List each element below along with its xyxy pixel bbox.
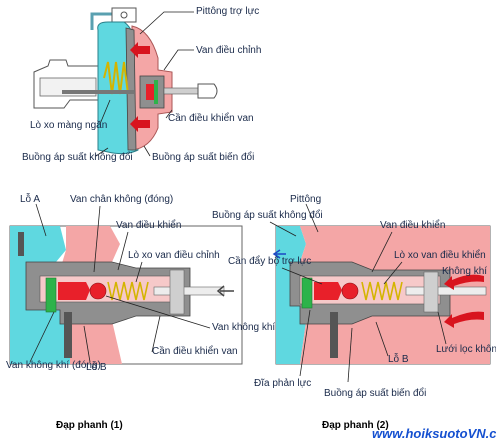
left-valve-drawing	[9, 225, 243, 365]
label-constant-chamber-top: Buồng áp suất không đổi	[22, 151, 133, 163]
right-air-arrow-lower	[444, 311, 484, 328]
label-port-b-left: Lỗ B	[86, 360, 107, 373]
label-constant-chamber-right: Buồng áp suất không đổi	[212, 209, 323, 221]
label-control-valve-spring-right: Lò xo van điều khiển	[394, 249, 486, 261]
right-air-arrow-upper	[444, 274, 484, 290]
right-labels: Pittông Buồng áp suất không đổi Cần đẩy …	[212, 194, 496, 431]
label-port-a: Lỗ A	[20, 192, 40, 205]
label-variable-chamber-top: Buồng áp suất biến đổi	[152, 151, 254, 163]
label-control-valve-right: Van điều khiển	[380, 219, 445, 231]
label-vacuum-valve: Van chân không (đóng)	[70, 194, 173, 205]
label-piston: Pittông	[290, 194, 321, 205]
label-diaphragm-spring: Lò xo màng ngăn	[30, 120, 107, 131]
top-labels: Pittông trợ lực Van điều chỉnh Cần điều …	[22, 6, 261, 163]
label-port-b-right: Lỗ B	[388, 352, 409, 365]
label-air: Không khí	[442, 266, 487, 277]
caption-left: Đạp phanh (1)	[56, 420, 123, 431]
watermark: www.hoiksuotoVN.com	[372, 426, 496, 440]
label-booster-push-rod: Cần đẩy bộ trợ lực	[228, 255, 311, 267]
label-variable-chamber-right: Buồng áp suất biến đổi	[324, 387, 426, 399]
label-control-valve-spring-left: Lò xo van điều chỉnh	[128, 249, 220, 261]
label-air-valve-closed: Van không khí (đóng)	[6, 360, 101, 371]
label-reaction-disc: Đĩa phản lực	[254, 378, 311, 389]
label-valve-rod-left: Cần điều khiển van	[152, 345, 238, 357]
top-air-arrow-lower	[130, 116, 150, 132]
label-power-piston: Pittông trợ lực	[196, 6, 259, 17]
label-valve-rod-top: Cần điều khiển van	[168, 112, 254, 124]
label-control-valve-top: Van điều chỉnh	[196, 44, 261, 56]
label-control-valve-left: Van điều khiển	[116, 219, 181, 231]
top-air-arrow-upper	[130, 42, 150, 58]
top-booster-drawing	[33, 7, 218, 155]
caption-right: Đạp phanh (2)	[322, 420, 389, 431]
label-air-filter: Lưới lọc không khí	[436, 344, 496, 355]
